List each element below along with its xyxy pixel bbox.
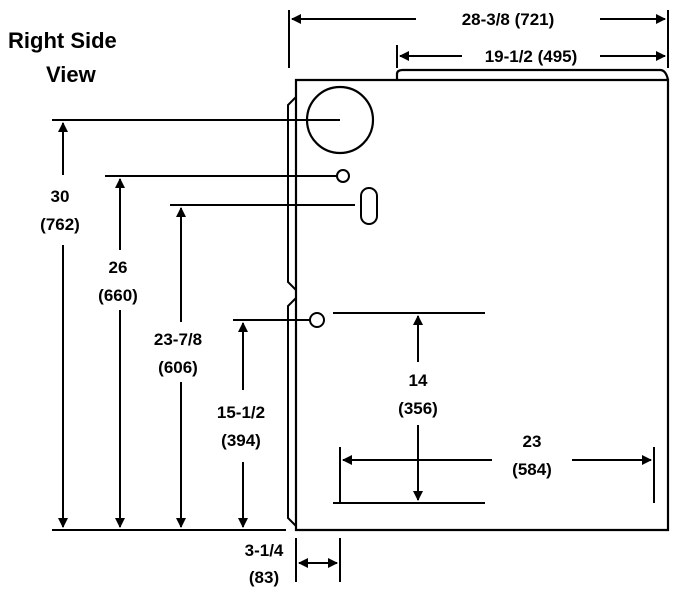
oval-port <box>360 187 378 225</box>
dim-horizontal-23-mm: (584) <box>512 460 552 479</box>
dim-height-30: 30 (762) <box>40 122 80 528</box>
dim-height-15-1-2-mm: (394) <box>221 431 261 450</box>
dim-height-15-1-2-in: 15-1/2 <box>217 403 265 422</box>
dim-top-panel-label: 19-1/2 (495) <box>485 47 578 66</box>
dim-height-15-1-2: 15-1/2 (394) <box>217 322 265 528</box>
dim-offset-3-1-4-mm: (83) <box>249 568 279 587</box>
dim-height-26-mm: (660) <box>98 286 138 305</box>
dim-overall-depth-label: 28-3/8 (721) <box>462 10 555 29</box>
dim-height-30-mm: (762) <box>40 215 80 234</box>
dim-vertical-14-mm: (356) <box>398 399 438 418</box>
small-port-lower <box>309 312 325 328</box>
view-title-line1: Right Side <box>8 28 117 53</box>
dim-height-23-7-8-in: 23-7/8 <box>154 330 202 349</box>
dim-height-26-in: 26 <box>109 258 128 277</box>
extension-lines <box>52 10 669 582</box>
dim-horizontal-23: 23 (584) <box>342 432 652 479</box>
dim-vertical-14: 14 (356) <box>398 315 438 501</box>
dim-offset-3-1-4-in: 3-1/4 <box>245 541 284 560</box>
dim-top-panel: 19-1/2 (495) <box>399 47 666 66</box>
dim-height-30-in: 30 <box>51 187 70 206</box>
small-port-upper <box>336 169 350 183</box>
dim-height-26: 26 (660) <box>98 178 138 528</box>
cabinet-outline <box>287 68 670 532</box>
dim-offset-3-1-4: 3-1/4 (83) <box>245 541 338 587</box>
view-title-line2: View <box>46 62 97 87</box>
dim-overall-depth: 28-3/8 (721) <box>291 10 666 29</box>
dim-vertical-14-in: 14 <box>409 371 428 390</box>
dim-height-23-7-8: 23-7/8 (606) <box>154 207 202 528</box>
dim-horizontal-23-in: 23 <box>523 432 542 451</box>
dim-height-23-7-8-mm: (606) <box>158 358 198 377</box>
